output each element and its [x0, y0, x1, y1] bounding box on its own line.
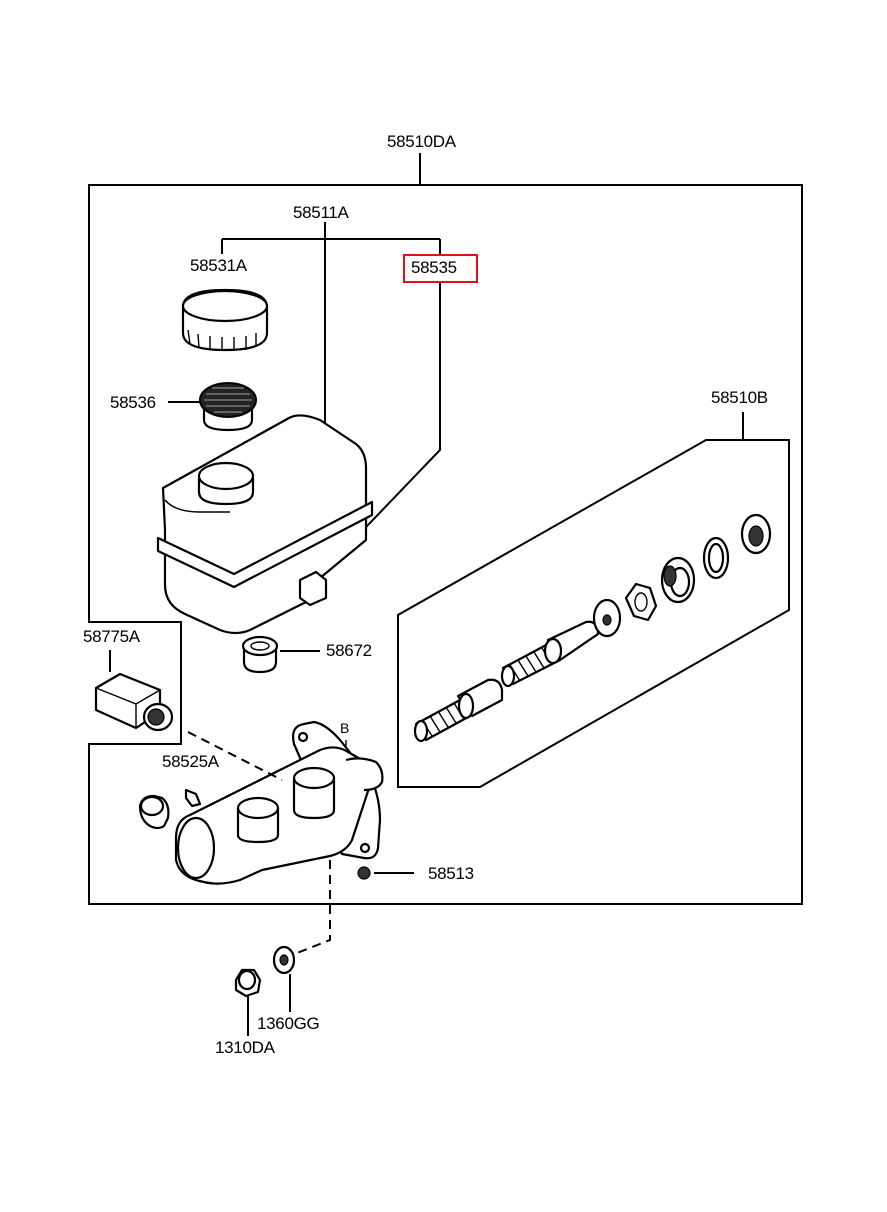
stud-part: [184, 788, 202, 808]
label-58513: 58513: [428, 864, 474, 883]
label-58535[interactable]: 58535: [411, 258, 457, 277]
label-58672: 58672: [326, 641, 372, 660]
strainer-part: [199, 382, 257, 432]
stud-leader: [187, 731, 283, 781]
label-58510B: 58510B: [711, 388, 768, 407]
label-1360GG: 1360GG: [257, 1014, 320, 1033]
flange-nut-part: [234, 968, 262, 998]
label-58775A: 58775A: [83, 627, 140, 646]
mount-leader: [291, 860, 331, 956]
label-58511A: 58511A: [293, 203, 349, 222]
reservoir-cap: [181, 288, 269, 352]
grommet-part: [241, 635, 279, 674]
reservoir-tank: [156, 414, 374, 635]
label-b-mark: B: [340, 720, 350, 736]
label-58510DA: 58510DA: [387, 132, 456, 151]
master-cylinder-body: [174, 720, 384, 885]
label-1310DA: 1310DA: [215, 1038, 275, 1057]
level-sensor: [94, 672, 174, 732]
piston-kit-parts: [413, 513, 772, 743]
washer-part: [272, 945, 296, 975]
assembly-frame: [88, 184, 803, 905]
label-58536: 58536: [110, 393, 156, 412]
nut-part: [357, 866, 371, 880]
label-58531A: 58531A: [190, 256, 247, 275]
label-58525A: 58525A: [162, 752, 219, 771]
piston-kit-frame: [397, 439, 790, 788]
cylinder-plug: [138, 794, 170, 830]
highlight-box: [403, 254, 478, 283]
